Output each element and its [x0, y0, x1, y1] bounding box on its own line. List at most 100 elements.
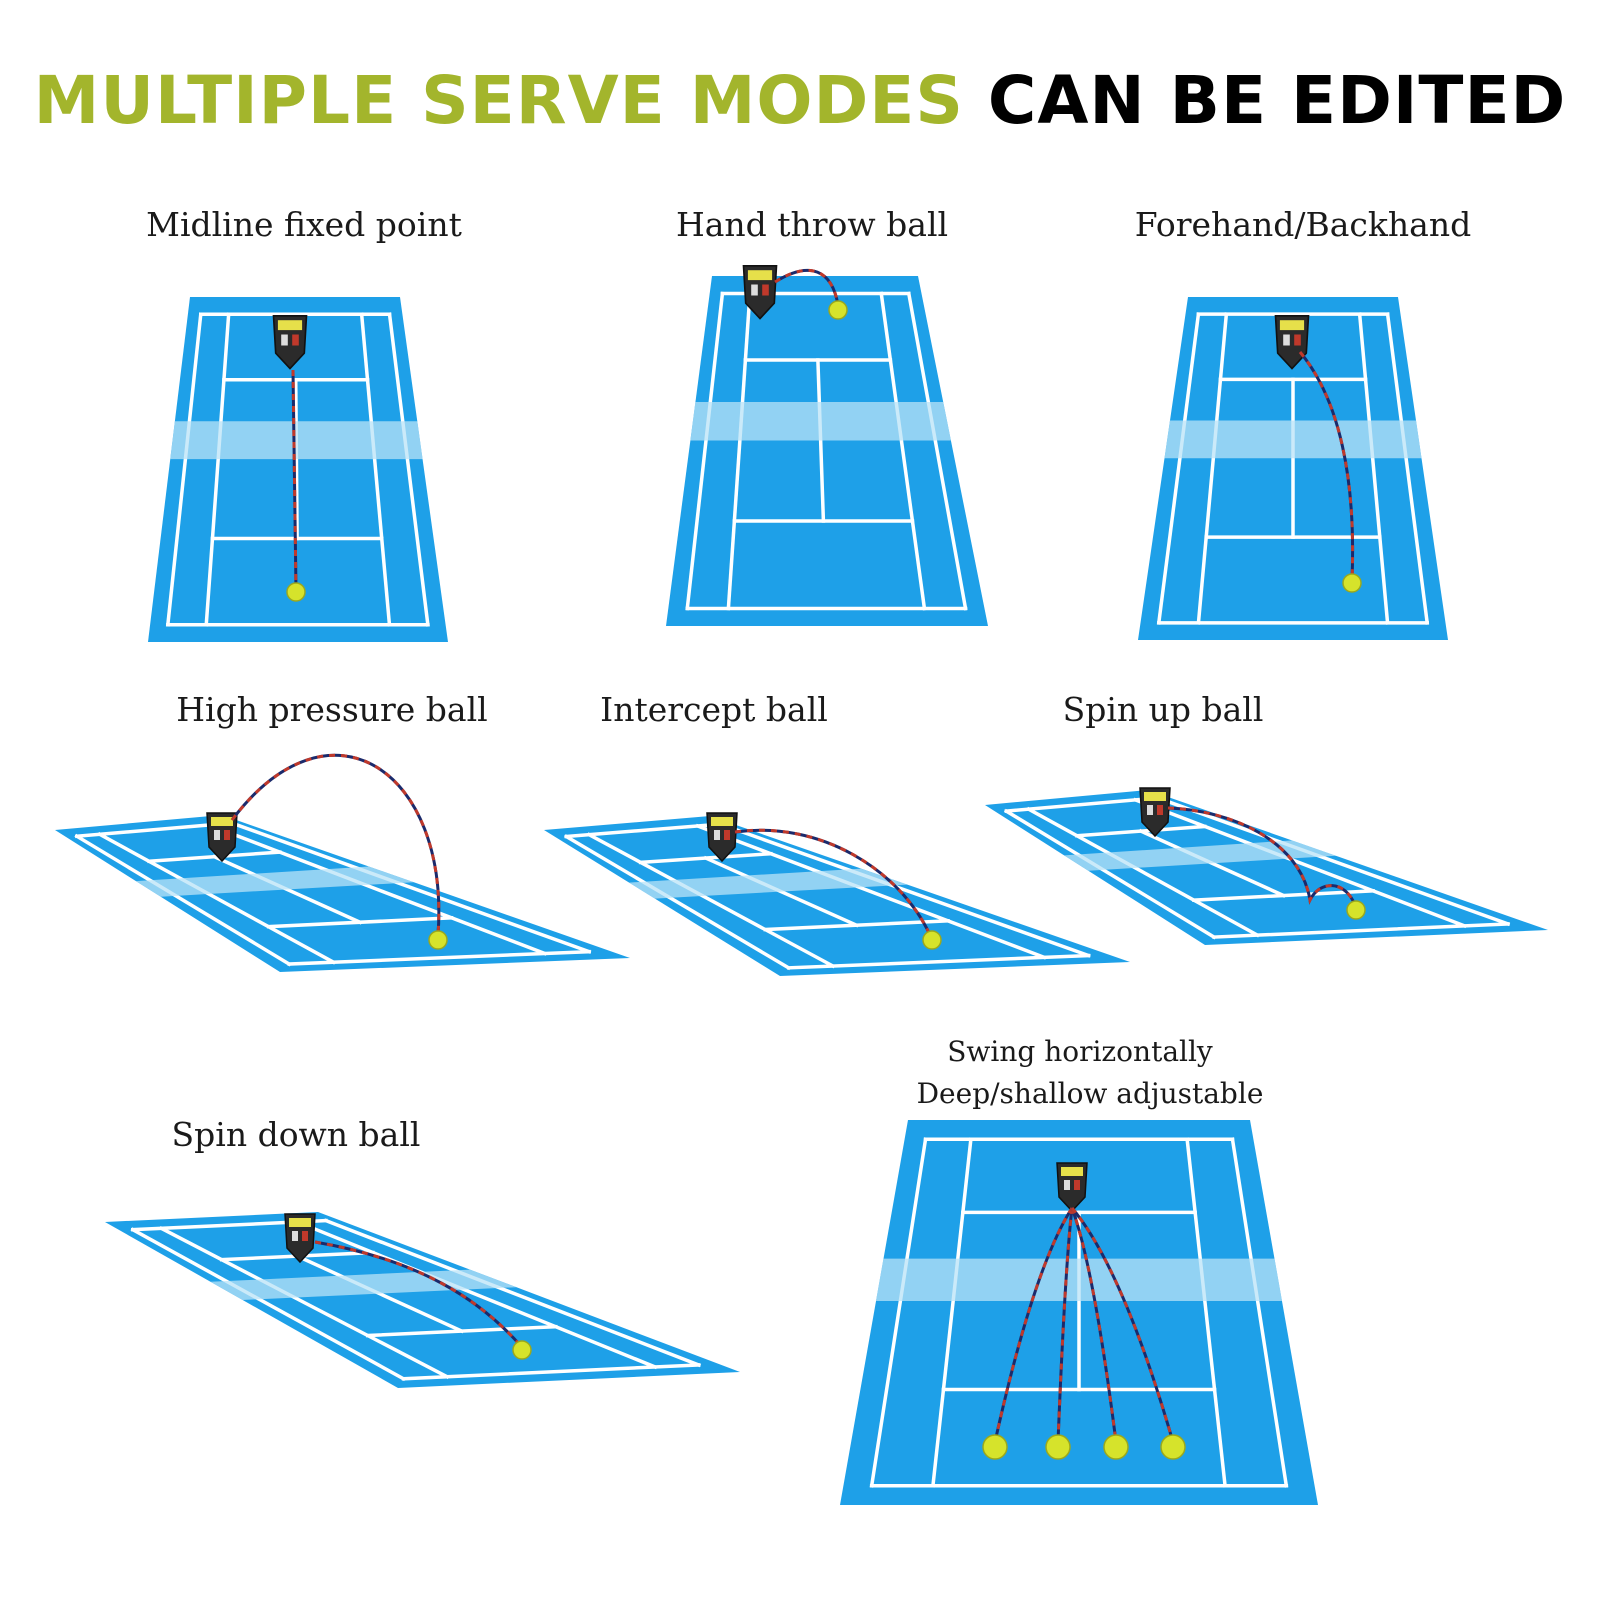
- mode-label-spin-up: Spin up ball: [1062, 690, 1264, 729]
- trajectory-base: [1298, 351, 1355, 581]
- machine-indicator: [1074, 1180, 1080, 1190]
- machine-hopper: [277, 320, 303, 331]
- court-surface: [985, 790, 1548, 945]
- singles-sideline-right: [1357, 312, 1390, 625]
- net-band: [690, 402, 951, 441]
- tennis-ball-icon: [428, 930, 448, 950]
- headline-accent: MULTIPLE SERVE MODES: [33, 62, 964, 139]
- trajectory-hand-throw: [774, 268, 840, 306]
- trajectory-swing-3: [1070, 1207, 1118, 1443]
- headline-dark: CAN BE EDITED: [987, 62, 1567, 139]
- doubles-sideline-left: [685, 291, 725, 611]
- trajectory-spin-down: [314, 1240, 522, 1346]
- mode-label-swing: Swing horizontally: [947, 1035, 1213, 1068]
- mode-label-forehand-backhand: Forehand/Backhand: [1134, 205, 1472, 244]
- court-forehand-backhand: [1138, 297, 1448, 640]
- trajectory-spin-up: [1167, 806, 1357, 906]
- singles-sideline-right: [359, 312, 392, 627]
- doubles-sideline-left: [1003, 808, 1217, 940]
- singles-sideline-right: [695, 823, 1047, 960]
- machine-indicator: [1157, 805, 1163, 815]
- ball-machine-icon: [706, 812, 738, 863]
- baseline-near: [401, 1363, 701, 1381]
- court-spin-up: [985, 790, 1548, 945]
- machine-hopper: [747, 270, 773, 281]
- ball-machine-icon: [206, 812, 238, 863]
- trajectory-intercept: [734, 828, 932, 936]
- court-hand-throw: [666, 276, 988, 626]
- tennis-ball-icon: [512, 1340, 532, 1360]
- tennis-ball-icon: [922, 930, 942, 950]
- singles-sideline-left: [586, 832, 836, 969]
- singles-sideline-right: [1133, 797, 1467, 929]
- ball-machine-icon: [742, 264, 778, 320]
- headline: MULTIPLE SERVE MODES CAN BE EDITED: [0, 62, 1600, 139]
- center-service-line: [212, 854, 363, 925]
- tennis-ball-icon: [982, 1434, 1008, 1460]
- doubles-sideline-left: [563, 834, 792, 971]
- machine-panel: [751, 284, 758, 296]
- doubles-sideline-right: [1230, 1137, 1289, 1488]
- machine-indicator: [292, 334, 299, 346]
- mode-label-intercept: Intercept ball: [600, 690, 828, 729]
- singles-sideline-right: [295, 1219, 658, 1370]
- doubles-sideline-left: [130, 1227, 406, 1382]
- net-band: [629, 868, 908, 899]
- tennis-ball-icon: [1103, 1434, 1129, 1460]
- trajectory-dash: [1056, 1207, 1074, 1443]
- doubles-sideline-right: [323, 1218, 702, 1368]
- trajectory-swing-1: [993, 1207, 1074, 1443]
- trajectory-forehand-backhand: [1298, 351, 1355, 581]
- center-service-line: [703, 855, 859, 928]
- tennis-ball-icon: [1045, 1434, 1071, 1460]
- ball-machine-icon: [1274, 314, 1310, 370]
- court-spin-down: [105, 1212, 740, 1388]
- mode-label-deep-shallow: Deep/shallow adjustable: [916, 1077, 1264, 1110]
- court-surface: [55, 815, 630, 972]
- singles-sideline-left: [1196, 312, 1229, 625]
- machine-panel: [214, 830, 220, 840]
- mode-label-spin-down: Spin down ball: [171, 1115, 421, 1154]
- trajectory-dash: [774, 268, 840, 306]
- trajectory-dash: [734, 828, 932, 936]
- trajectory-dash: [230, 753, 441, 936]
- baseline-near: [786, 953, 1091, 970]
- tennis-ball-icon: [1346, 900, 1366, 920]
- trajectory-dash: [314, 1240, 522, 1346]
- center-service-line: [293, 378, 299, 541]
- singles-sideline-left: [158, 1225, 450, 1380]
- trajectory-dash: [1167, 806, 1357, 906]
- doubles-sideline-right: [1385, 312, 1430, 625]
- baseline-near: [1212, 922, 1510, 939]
- center-service-line: [294, 1253, 465, 1334]
- net-band: [210, 1269, 517, 1300]
- trajectory-swing-4: [1070, 1207, 1175, 1443]
- mode-label-hand-throw: Hand throw ball: [675, 205, 949, 244]
- baseline-near: [287, 949, 591, 966]
- singles-sideline-right: [1185, 1137, 1228, 1488]
- court-high-pressure: [55, 815, 630, 972]
- machine-panel: [292, 1231, 298, 1241]
- court-surface: [666, 276, 988, 626]
- doubles-sideline-right: [718, 821, 1091, 958]
- machine-hopper: [289, 1218, 311, 1227]
- singles-sideline-left: [204, 312, 231, 627]
- net-band: [1064, 840, 1336, 871]
- machine-hopper: [711, 817, 733, 826]
- court-intercept: [544, 816, 1130, 976]
- trajectory-dash: [1070, 1207, 1118, 1443]
- tennis-ball-icon: [1160, 1434, 1186, 1460]
- doubles-sideline-right: [229, 820, 592, 954]
- trajectory-dash: [291, 369, 298, 591]
- trajectory-high-pressure: [230, 753, 441, 936]
- net-band: [136, 866, 414, 897]
- singles-sideline-left: [726, 291, 752, 611]
- ball-machine-icon: [1056, 1162, 1088, 1213]
- machine-panel: [714, 830, 720, 840]
- net-band: [1164, 420, 1422, 459]
- singles-sideline-left: [97, 831, 336, 965]
- doubles-sideline-left: [74, 833, 292, 967]
- ball-machine-icon: [272, 314, 308, 370]
- singles-sideline-right: [879, 291, 927, 611]
